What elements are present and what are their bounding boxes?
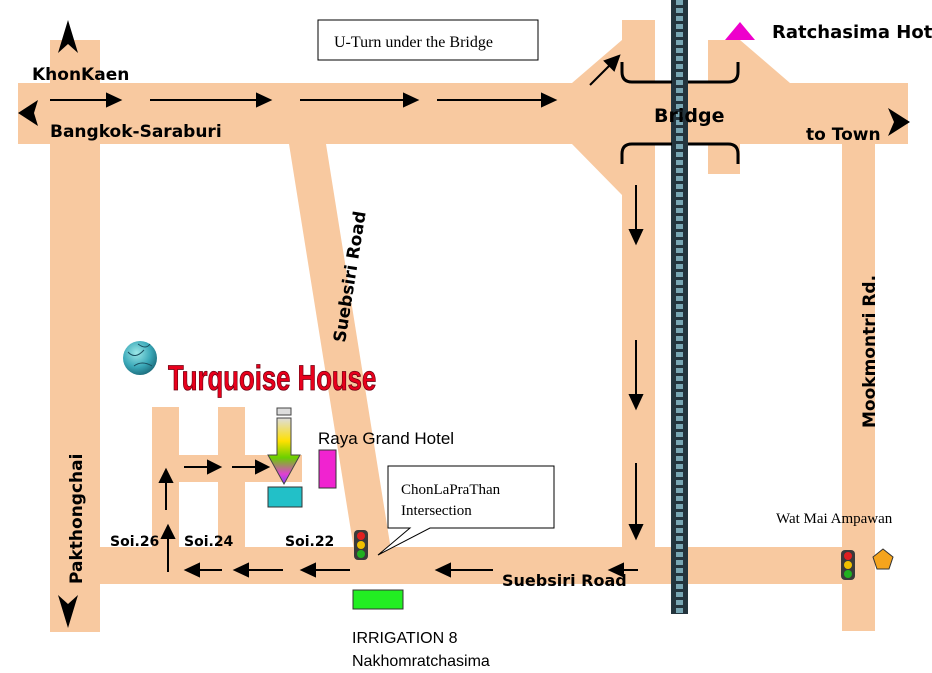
bridge-deck-east-lower (708, 144, 740, 174)
road-suebsiri-bottom (50, 547, 875, 584)
pentagon-marker-icon (872, 548, 894, 570)
house-marker (267, 486, 303, 508)
arrow-south (628, 463, 644, 541)
bridge-ramp-sw (572, 144, 622, 195)
arrow-east (437, 92, 558, 108)
arrow-north (158, 467, 174, 510)
arrow-west (299, 562, 350, 578)
road-mookmontri (842, 83, 875, 631)
arrow-west (607, 562, 638, 578)
bridge-ramp-east (708, 40, 790, 144)
arrow-east (300, 92, 420, 108)
raya-grand-hotel-marker (318, 449, 337, 489)
arrow-northeast (589, 54, 621, 86)
traffic-light-icon (841, 550, 855, 580)
label-khonkaen: KhonKaen (32, 65, 129, 85)
label-mookmontri: Mookmontri Rd. (860, 275, 880, 428)
irrigation-marker (352, 589, 404, 610)
label-to-town: to Town (806, 125, 881, 145)
label-soi24: Soi.24 (184, 534, 234, 550)
bridge-deck-upper (622, 20, 655, 90)
road-network (18, 20, 908, 632)
uturn-callout-text: U-Turn under the Bridge (334, 34, 493, 51)
edge-arrows (18, 20, 910, 628)
south-arrow-icon (58, 595, 78, 628)
arrow-east (150, 92, 273, 108)
label-soi22: Soi.22 (285, 534, 334, 550)
label-raya-grand-hotel: Raya Grand Hotel (318, 429, 454, 448)
label-ratchasima-hotel: Ratchasima Hotel (772, 22, 932, 43)
arrow-south (628, 185, 644, 246)
intersection-line1: ChonLaPraThan (401, 482, 501, 498)
railway (671, 0, 688, 614)
intersection-line2: Intersection (401, 503, 472, 519)
arrow-east (50, 92, 123, 108)
arrow-east (184, 459, 223, 475)
page-title: Turquoise House (168, 358, 376, 398)
road-pakthongchai (50, 40, 100, 632)
label-bridge: Bridge (654, 105, 724, 127)
arrow-east (232, 459, 271, 475)
east-arrow-icon (888, 108, 910, 136)
turquoise-stone-icon (123, 341, 157, 375)
label-irrigation-line1: IRRIGATION 8 (352, 630, 458, 647)
label-wat-mai-ampawan: Wat Mai Ampawan (776, 511, 893, 527)
label-bangkok-saraburi: Bangkok-Saraburi (50, 122, 222, 142)
arrow-south (628, 340, 644, 411)
label-suebsiri-bottom: Suebsiri Road (502, 571, 627, 590)
arrow-west (434, 562, 493, 578)
label-pakthongchai: Pakthongchai (67, 454, 87, 584)
route-arrows (50, 54, 644, 578)
arrow-west (232, 562, 283, 578)
traffic-light-icon (354, 530, 368, 560)
bridge-outline (620, 62, 740, 164)
arrow-north (160, 523, 176, 572)
road-suebsiri-diagonal (289, 144, 391, 550)
arrow-west (183, 562, 222, 578)
road-vertical-east (622, 144, 655, 554)
label-irrigation-line2: Nakhomratchasima (352, 653, 490, 670)
west-arrow-icon (18, 100, 38, 126)
bridge-ramp-west (572, 40, 622, 144)
label-soi26: Soi.26 (110, 534, 159, 550)
uturn-callout-box (317, 19, 539, 61)
north-arrow-icon (58, 20, 78, 53)
house-pointer-arrow (267, 407, 301, 486)
intersection-callout: ChonLaPraThan Intersection (377, 465, 555, 556)
triangle-marker-icon (725, 22, 755, 40)
